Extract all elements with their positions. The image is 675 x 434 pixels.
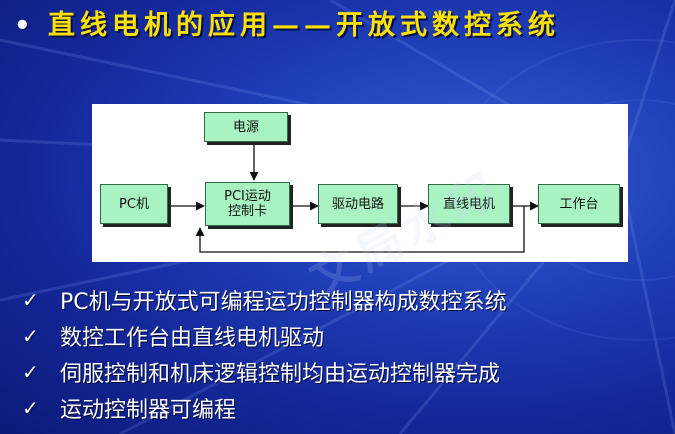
- slide-title: • 直线电机的应用——开放式数控系统: [14, 4, 654, 48]
- bullet-text: PC机与开放式可编程运功控制器构成数控系统: [60, 290, 507, 315]
- block-drive-circuit-label: 驱动电路: [331, 196, 384, 212]
- block-linear-motor: 直线电机: [428, 184, 510, 224]
- bullet-item: ✓ PC机与开放式可编程运功控制器构成数控系统: [22, 282, 507, 318]
- block-pci-card: PCI运动 控制卡: [205, 182, 290, 226]
- block-pc-label: PC机: [119, 196, 149, 212]
- block-worktable: 工作台: [538, 184, 620, 224]
- check-icon: ✓: [22, 360, 39, 384]
- bullet-item: ✓ 运动控制器可编程: [22, 390, 507, 426]
- check-icon: ✓: [22, 288, 39, 312]
- block-pc: PC机: [100, 184, 168, 224]
- block-power: 电源: [204, 112, 288, 142]
- block-worktable-label: 工作台: [559, 196, 599, 212]
- bullet-item: ✓ 伺服控制和机床逻辑控制均由运动控制器完成: [22, 354, 507, 390]
- bullet-text: 数控工作台由直线电机驱动: [60, 326, 325, 351]
- block-linear-motor-label: 直线电机: [442, 196, 495, 212]
- bullet-item: ✓ 数控工作台由直线电机驱动: [22, 318, 507, 354]
- block-pci-card-label: PCI运动 控制卡: [224, 189, 271, 219]
- block-drive-circuit: 驱动电路: [318, 184, 398, 224]
- block-diagram: 电源 PC机 PCI运动 控制卡 驱动电路 直线电机 工作台: [92, 104, 628, 262]
- block-power-label: 电源: [232, 119, 259, 135]
- bullet-list: ✓ PC机与开放式可编程运功控制器构成数控系统 ✓ 数控工作台由直线电机驱动 ✓…: [22, 282, 507, 426]
- check-icon: ✓: [22, 396, 39, 420]
- check-icon: ✓: [22, 324, 39, 348]
- bullet-text: 运动控制器可编程: [60, 398, 237, 423]
- feedback-line: [195, 206, 525, 253]
- diagram-connectors: [168, 140, 539, 253]
- bullet-text: 伺服控制和机床逻辑控制均由运动控制器完成: [60, 362, 501, 387]
- title-bullet-icon: •: [14, 11, 31, 41]
- slide-title-text: 直线电机的应用——开放式数控系统: [48, 10, 560, 41]
